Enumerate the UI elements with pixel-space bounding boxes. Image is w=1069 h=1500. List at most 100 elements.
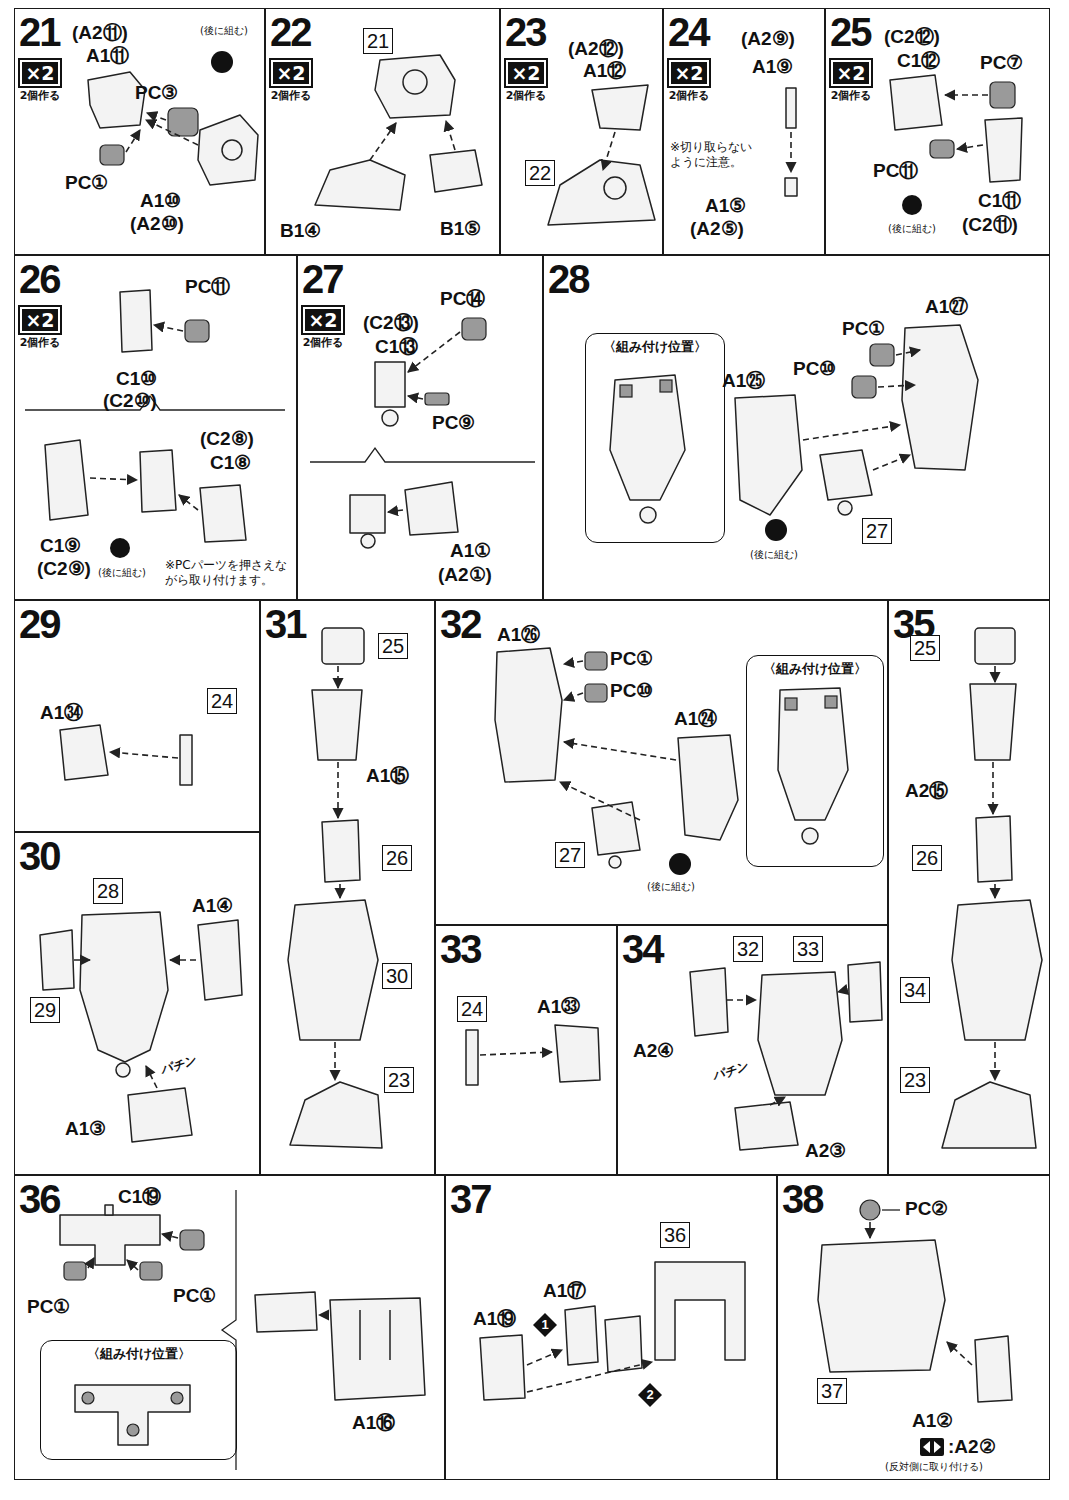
subassembly-ref: 26 [382, 845, 412, 871]
polycap-drawing [990, 82, 1015, 108]
part-number: PC⑨ [432, 412, 475, 434]
quantity-badge: ×22個作る [18, 58, 62, 103]
assembly-arrow [564, 742, 676, 760]
step-panel: 3324 [435, 925, 617, 1175]
assembly-arrow [339, 884, 341, 898]
assembly-arrow [388, 510, 403, 512]
assembly-arrow [790, 132, 792, 172]
part-drawing [970, 684, 1016, 760]
part-drawing [778, 688, 848, 820]
part-drawing [640, 507, 656, 523]
part-drawing [359, 1310, 361, 1360]
assembly-arrow [945, 94, 988, 96]
subassembly-number: 26 [386, 846, 408, 870]
subassembly-number: 32 [737, 937, 759, 961]
polycap-drawing [64, 1262, 86, 1280]
part-number: (A2①) [438, 564, 492, 586]
polycap-drawing [825, 696, 837, 708]
assembly-note: (後に組む) [750, 548, 798, 561]
polycap-drawing [870, 344, 894, 366]
assembly-arrow [992, 762, 994, 814]
part-drawing [45, 440, 88, 520]
part-drawing [466, 1030, 478, 1085]
subassembly-number: 27 [559, 843, 581, 867]
part-drawing [140, 450, 176, 512]
part-drawing [80, 912, 168, 1062]
part-drawing [403, 70, 427, 94]
step-number: 26 [19, 256, 60, 302]
part-drawing [430, 150, 482, 192]
subassembly-number: 22 [529, 161, 551, 185]
mirror-icon [923, 1441, 941, 1453]
part-drawing [312, 690, 362, 760]
part-drawing [60, 725, 108, 780]
step-number: 27 [302, 256, 343, 302]
assembly-arrow [994, 666, 996, 682]
part-drawing [610, 375, 685, 500]
assembly-arrow [803, 425, 900, 440]
assembly-arrow [370, 123, 396, 160]
subassembly-ref: 23 [900, 1067, 930, 1093]
part-number: (C2⑩) [103, 390, 157, 412]
polycap-drawing [185, 320, 209, 342]
part-number: A1⑪ [86, 45, 129, 67]
subassembly-number: 23 [904, 1068, 926, 1092]
part-number: (A2⑩) [130, 213, 184, 235]
part-drawing [198, 115, 258, 185]
later-marker [211, 51, 233, 73]
assembly-arrow [126, 130, 140, 152]
part-number: A1⑤ [705, 195, 746, 217]
part-number: B1④ [280, 220, 321, 242]
subassembly-number: 25 [914, 636, 936, 660]
part-drawing [495, 648, 562, 782]
polycap-drawing [930, 140, 954, 158]
part-drawing [375, 55, 455, 118]
later-marker [110, 538, 130, 558]
assembly-arrow [994, 884, 996, 898]
assembly-arrow [527, 1350, 562, 1365]
assembly-arrow [564, 661, 583, 664]
subassembly-number: 25 [382, 634, 404, 658]
part-drawing [604, 177, 626, 199]
quantity-badge: ×22個作る [301, 305, 345, 350]
part-number: A1㉞ [40, 702, 83, 724]
part-drawing [975, 628, 1015, 664]
part-drawing [848, 962, 882, 1022]
part-drawing [975, 1336, 1012, 1402]
part-drawing [480, 1335, 525, 1400]
part-drawing [330, 1298, 425, 1400]
assembly-arrow [154, 325, 183, 331]
step-number: 28 [548, 256, 589, 302]
assembly-arrow [873, 455, 910, 470]
part-drawing [105, 1205, 113, 1215]
part-number: (C2⑧) [200, 428, 254, 450]
quantity-mark: ×2 [301, 305, 345, 335]
part-number: (C2⑫) [884, 26, 940, 48]
step-number: 31 [265, 601, 306, 647]
subassembly-ref: 24 [207, 688, 237, 714]
part-number: C1⑫ [897, 50, 940, 72]
polycap-drawing [585, 652, 607, 670]
part-number: (A2⑤) [690, 218, 744, 240]
part-drawing [942, 1082, 1036, 1148]
subassembly-ref: 37 [817, 1378, 847, 1404]
quantity-badge: ×22個作る [667, 58, 711, 103]
part-number: C1⑩ [116, 368, 157, 390]
assembly-arrow [147, 113, 166, 120]
later-marker [765, 519, 787, 541]
part-number: PC③ [135, 82, 178, 104]
part-number: A1㉗ [925, 296, 968, 318]
subassembly-ref: 25 [378, 633, 408, 659]
step-panel: 3125263023 [260, 600, 435, 1175]
position-title: 〈組み付け位置〉 [586, 338, 724, 356]
assembly-arrow [162, 1234, 178, 1238]
part-drawing [758, 972, 842, 1095]
part-number: PC⑭ [440, 288, 485, 310]
step-number: 24 [668, 9, 709, 55]
quantity-mark: ×2 [829, 58, 873, 88]
step-panel: 36〈組み付け位置〉 [14, 1175, 445, 1480]
subassembly-ref: 28 [93, 878, 123, 904]
assembly-arrow [408, 396, 423, 399]
assembly-arrow [947, 1342, 972, 1365]
later-marker [110, 51, 922, 875]
